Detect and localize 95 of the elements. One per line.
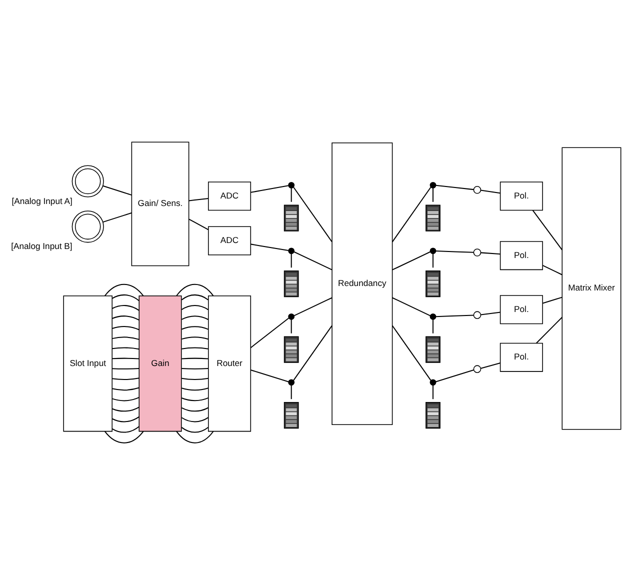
connector	[542, 296, 562, 304]
connector	[182, 387, 208, 390]
connector	[182, 377, 208, 380]
node-box: Pol.	[500, 294, 543, 324]
node-label: [Analog Input A]	[12, 195, 72, 206]
node-label: [Analog Input B]	[11, 240, 72, 251]
connector	[104, 430, 144, 443]
connector	[112, 346, 140, 350]
node-box: ADC	[208, 226, 252, 255]
connector	[480, 311, 500, 315]
connector	[432, 319, 434, 333]
connector	[250, 184, 288, 192]
connector	[480, 189, 500, 194]
node-dot	[430, 378, 436, 386]
node-connector	[72, 164, 104, 197]
connector	[112, 357, 140, 359]
connector	[536, 316, 562, 343]
connector	[112, 294, 140, 301]
node-dot	[288, 247, 295, 254]
connector	[392, 296, 430, 316]
connector	[250, 317, 290, 348]
connector	[432, 188, 434, 202]
connector	[112, 396, 140, 401]
node-dot	[288, 312, 295, 320]
connector	[112, 367, 140, 369]
connector	[112, 304, 140, 310]
node-dot	[288, 181, 295, 188]
connector	[112, 406, 140, 412]
node-box: Redundancy	[332, 142, 393, 425]
node-connector	[72, 210, 104, 242]
connector	[182, 357, 208, 359]
connector	[392, 324, 432, 380]
node-dot	[288, 378, 295, 386]
connector	[432, 384, 434, 399]
connector	[112, 336, 140, 340]
node-box: Pol.	[500, 342, 543, 372]
connector	[182, 406, 208, 412]
connector	[480, 362, 500, 368]
connector	[182, 368, 208, 369]
connector	[104, 283, 144, 296]
node-box: Gain	[138, 295, 182, 432]
node-switch	[473, 364, 482, 373]
connector	[181, 416, 208, 422]
connector	[392, 250, 430, 270]
connector	[290, 319, 292, 333]
connector	[102, 212, 132, 222]
connector	[480, 252, 500, 254]
connector	[112, 326, 140, 330]
node-box: Pol.	[500, 240, 543, 270]
connector	[436, 368, 474, 382]
connector	[290, 253, 292, 268]
connector	[290, 384, 292, 399]
connector	[112, 315, 140, 320]
node-dot	[430, 181, 436, 188]
connector	[176, 283, 214, 296]
node-box: Gain/ Sens.	[131, 141, 190, 266]
connector	[250, 369, 289, 382]
connector	[294, 296, 332, 316]
node-dot	[430, 247, 436, 254]
connector	[112, 377, 140, 380]
connector	[250, 243, 288, 251]
connector	[436, 184, 474, 190]
connector	[293, 186, 332, 242]
connector	[176, 430, 214, 443]
connector	[112, 416, 140, 422]
connector	[188, 198, 208, 201]
connector	[182, 336, 208, 340]
connector	[436, 314, 474, 317]
node-box: ADC	[208, 181, 252, 210]
connector	[436, 250, 474, 252]
connector	[112, 426, 140, 432]
connector	[182, 315, 208, 320]
connector	[182, 396, 208, 401]
connector	[290, 188, 292, 202]
connector	[181, 294, 208, 300]
connector	[112, 386, 140, 390]
connector	[542, 264, 562, 275]
node-box: Slot Input	[63, 295, 113, 432]
node-switch	[473, 185, 482, 194]
node-switch	[473, 248, 482, 256]
node-box: Matrix Mixer	[562, 146, 622, 430]
connector	[102, 184, 132, 196]
node-box: Pol.	[500, 181, 543, 210]
connector	[392, 186, 432, 242]
connector	[188, 218, 209, 230]
connector	[294, 250, 332, 270]
connector	[182, 326, 208, 330]
node-box: Router	[208, 295, 252, 432]
connector	[432, 253, 434, 268]
connector	[182, 346, 208, 349]
node-switch	[473, 310, 482, 318]
connector	[293, 324, 332, 380]
connector	[181, 426, 208, 432]
node-dot	[430, 312, 436, 320]
connector	[181, 304, 208, 310]
